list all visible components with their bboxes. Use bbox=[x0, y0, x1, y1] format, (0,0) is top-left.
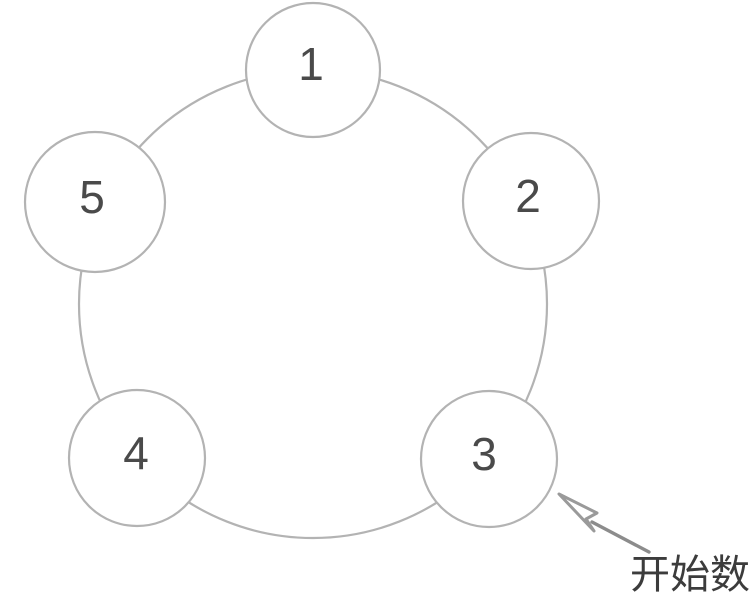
list-node[interactable]: 2 bbox=[461, 131, 601, 271]
node-circle[interactable] bbox=[244, 1, 382, 139]
arrow-shaft bbox=[590, 520, 651, 554]
nodes-layer: 1 2 3 4 5 bbox=[23, 1, 601, 529]
open-arrow-up-left-icon bbox=[557, 492, 651, 554]
node-circle[interactable] bbox=[67, 388, 207, 528]
list-node[interactable]: 3 bbox=[419, 389, 559, 529]
node-label: 4 bbox=[123, 427, 149, 479]
node-circle[interactable] bbox=[419, 389, 559, 529]
node-label: 5 bbox=[79, 171, 105, 223]
list-node[interactable]: 5 bbox=[23, 130, 167, 274]
node-label: 1 bbox=[298, 38, 324, 90]
node-circle[interactable] bbox=[461, 131, 601, 271]
node-label: 3 bbox=[471, 428, 497, 480]
annotation-label: 开始数 bbox=[630, 552, 750, 598]
arrow-head-outline bbox=[557, 492, 599, 533]
node-label: 2 bbox=[515, 170, 541, 222]
node-circle[interactable] bbox=[23, 130, 167, 274]
list-node[interactable]: 1 bbox=[244, 1, 382, 139]
list-node[interactable]: 4 bbox=[67, 388, 207, 528]
